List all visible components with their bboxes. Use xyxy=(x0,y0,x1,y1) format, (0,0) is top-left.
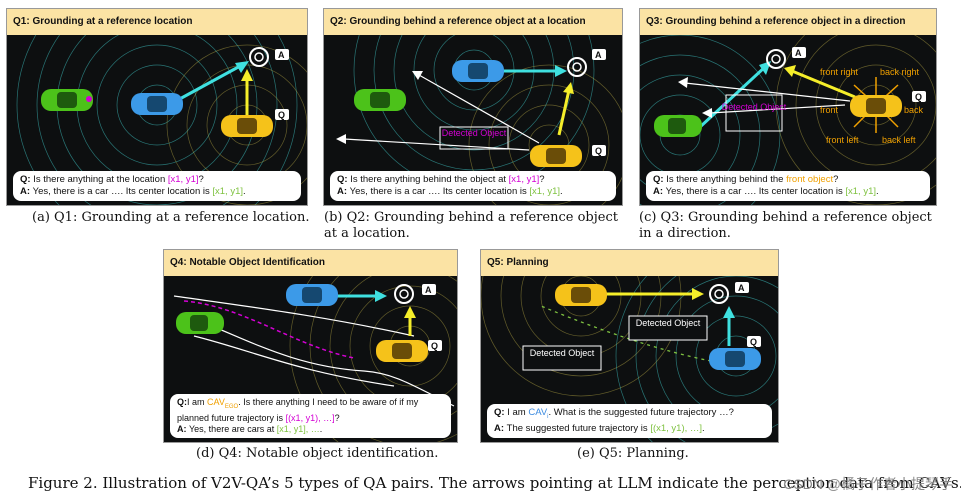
caption-a: (a) Q1: Grounding at a reference locatio… xyxy=(32,210,310,225)
question-line: Q: I am CAVi. What is the suggested futu… xyxy=(494,407,734,420)
scene-q4: A Q Q:I am CAVEGO. Is there anything I n… xyxy=(164,276,457,442)
qa-box: Q: Is there anything at the location [x1… xyxy=(13,171,301,201)
car-blue-icon xyxy=(709,348,761,370)
scene-q5: A Q Detected Object Detected Object Q: I… xyxy=(481,276,778,442)
caption-e: (e) Q5: Planning. xyxy=(577,446,689,461)
detected-object-label: Detected Object xyxy=(722,102,787,112)
panel-q2: Q2: Grounding behind a reference object … xyxy=(323,8,623,206)
question-bubble-label: Q xyxy=(750,337,757,347)
car-yellow-icon xyxy=(376,340,428,362)
answer-line: A: Yes, there is a car …. Its center loc… xyxy=(20,186,246,197)
car-green-icon xyxy=(176,312,224,334)
question-bubble-label: Q xyxy=(278,110,285,120)
panel-q4: Q4: Notable Object Identification A Q Q:… xyxy=(163,249,458,443)
panel-title: Q4: Notable Object Identification xyxy=(164,250,457,277)
qa-box: Q: I am CAVi. What is the suggested futu… xyxy=(487,404,772,438)
direction-front-left: front left xyxy=(826,135,859,145)
caption-d: (d) Q4: Notable object identification. xyxy=(196,446,439,461)
answer-line: A: Yes, there is a car …. Its center loc… xyxy=(653,186,879,197)
answer-bubble-label: A xyxy=(738,283,745,293)
detected-object-label: Detected Object xyxy=(442,128,507,138)
caption-b: (b) Q2: Grounding behind a reference obj… xyxy=(324,210,618,241)
watermark: CSDN @橘子作者小提琴手 xyxy=(783,476,953,492)
qa-box: Q: Is there anything behind the front ob… xyxy=(646,171,930,201)
panel-title: Q1: Grounding at a reference location xyxy=(7,9,307,36)
scene-q3-svg: front right back right front back front … xyxy=(640,35,936,205)
scene-q2: A Q Detected Object Q: Is there anything… xyxy=(324,35,622,205)
car-yellow-icon xyxy=(555,284,607,306)
answer-bubble-label: A xyxy=(595,50,602,60)
direction-front-right: front right xyxy=(820,67,859,77)
answer-line: A: Yes, there are cars at [x1, y1], …. xyxy=(177,424,323,434)
figure-caption: Figure 2. Illustration of V2V-QA’s 5 typ… xyxy=(28,474,961,492)
panel-q5: Q5: Planning A Q Detected Object Detecte… xyxy=(480,249,779,443)
direction-back-right: back right xyxy=(880,67,920,77)
panel-q1: Q1: Grounding at a reference location A … xyxy=(6,8,308,206)
llm-icon xyxy=(394,284,414,304)
scene-q1-svg: A Q xyxy=(16,35,307,205)
answer-bubble-label: A xyxy=(425,285,432,295)
answer-line: A: Yes, there is a car …. Its center loc… xyxy=(337,186,563,197)
question-bubble-label: Q xyxy=(915,92,922,102)
answer-bubble-label: A xyxy=(795,48,802,58)
question-bubble-label: Q xyxy=(431,341,438,351)
scene-q3: front right back right front back front … xyxy=(640,35,936,205)
car-blue-icon xyxy=(452,60,504,82)
answer-bubble-label: A xyxy=(278,50,285,60)
car-blue-icon xyxy=(286,284,338,306)
direction-back: back xyxy=(904,105,924,115)
car-yellow-icon xyxy=(530,145,582,167)
llm-icon xyxy=(249,47,269,67)
panel-title: Q3: Grounding behind a reference object … xyxy=(640,9,936,36)
car-green-icon xyxy=(41,89,93,111)
question-line: Q: Is there anything behind the front ob… xyxy=(653,174,839,185)
panel-q3: Q3: Grounding behind a reference object … xyxy=(639,8,937,206)
panel-title: Q2: Grounding behind a reference object … xyxy=(324,9,622,36)
scene-q2-svg: A Q Detected Object xyxy=(336,35,622,205)
panel-title: Q5: Planning xyxy=(481,250,778,277)
llm-icon xyxy=(766,49,786,69)
car-blue-icon xyxy=(131,93,183,115)
detected-object-label: Detected Object xyxy=(636,318,701,328)
llm-icon xyxy=(567,57,587,77)
scene-q4-svg: A Q xyxy=(173,276,457,442)
question-bubble-label: Q xyxy=(595,146,602,156)
scene-q1: A Q Q: Is there anything at the location… xyxy=(7,35,307,205)
car-green-icon xyxy=(654,115,702,137)
question-line: Q: Is there anything behind the object a… xyxy=(337,174,545,185)
answer-line: A: The suggested future trajectory is [(… xyxy=(494,423,705,434)
question-line: Q: Is there anything at the location [x1… xyxy=(20,174,204,185)
car-green-icon xyxy=(354,89,406,111)
detected-object-label: Detected Object xyxy=(530,348,595,358)
car-yellow-icon xyxy=(221,115,273,137)
question-line: Q:I am CAVEGO. Is there anything I need … xyxy=(177,397,419,423)
caption-c: (c) Q3: Grounding behind a reference obj… xyxy=(639,210,932,241)
car-yellow-icon xyxy=(850,95,902,117)
direction-back-left: back left xyxy=(882,135,916,145)
llm-icon xyxy=(709,284,729,304)
direction-front: front xyxy=(820,105,839,115)
qa-box: Q:I am CAVEGO. Is there anything I need … xyxy=(170,394,451,438)
qa-box: Q: Is there anything behind the object a… xyxy=(330,171,616,201)
